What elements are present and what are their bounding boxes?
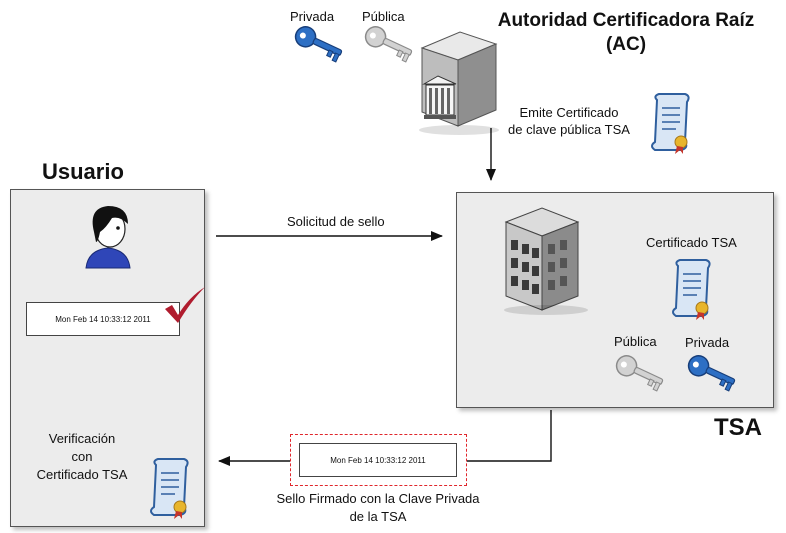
- user-title: Usuario: [42, 159, 124, 184]
- tsa-title: TSA: [714, 414, 762, 441]
- tsa-certificate-icon: [672, 259, 711, 320]
- signed-stamp-label: Sello Firmado con la Clave Privada de la…: [238, 490, 518, 526]
- ca-server-icon: [419, 31, 499, 135]
- tsa-key-public-label: Pública: [614, 334, 657, 349]
- signed-stamp-line2: de la TSA: [349, 509, 407, 524]
- user-verify-line1: Verificación: [48, 431, 116, 446]
- public-key-icon: [364, 26, 413, 63]
- user-verify-line2: con: [71, 449, 93, 464]
- check-mark-icon: [165, 287, 205, 323]
- tsa-certificate-label: Certificado TSA: [646, 235, 737, 250]
- user-verify-line3: Certificado TSA: [36, 467, 128, 482]
- user-timestamp-text: Mon Feb 14 10:33:12 2011: [55, 314, 151, 324]
- ca-certificate-icon: [651, 93, 690, 154]
- ca-title: Autoridad Certificadora Raíz (AC): [470, 9, 782, 57]
- ca-key-public-label: Pública: [362, 9, 405, 24]
- ca-title-line2: (AC): [605, 34, 647, 55]
- signed-stamp-text: Mon Feb 14 10:33:12 2011: [330, 455, 426, 465]
- user-certificate-icon: [150, 458, 189, 519]
- tsa-public-key-icon: [615, 355, 664, 392]
- user-avatar-icon: [85, 206, 131, 269]
- user-timestamp-box: Mon Feb 14 10:33:12 2011: [26, 302, 180, 336]
- ca-key-private-label: Privada: [290, 9, 335, 24]
- tsa-private-key-icon: [687, 355, 736, 392]
- ca-emits-line1: Emite Certificado: [519, 105, 619, 120]
- ca-emits-line2: de clave pública TSA: [508, 122, 630, 137]
- ca-title-line1: Autoridad Certificadora Raíz: [497, 10, 755, 31]
- tsa-key-private-label: Privada: [685, 335, 730, 350]
- private-key-icon: [294, 26, 343, 63]
- signed-stamp-box: Mon Feb 14 10:33:12 2011: [299, 443, 457, 477]
- tsa-building-icon: [504, 207, 588, 315]
- signed-stamp-line1: Sello Firmado con la Clave Privada: [276, 491, 480, 506]
- user-verify-label: Verificación con Certificado TSA: [20, 430, 144, 484]
- ca-emits-label: Emite Certificado de clave pública TSA: [494, 104, 644, 138]
- request-label: Solicitud de sello: [287, 214, 385, 229]
